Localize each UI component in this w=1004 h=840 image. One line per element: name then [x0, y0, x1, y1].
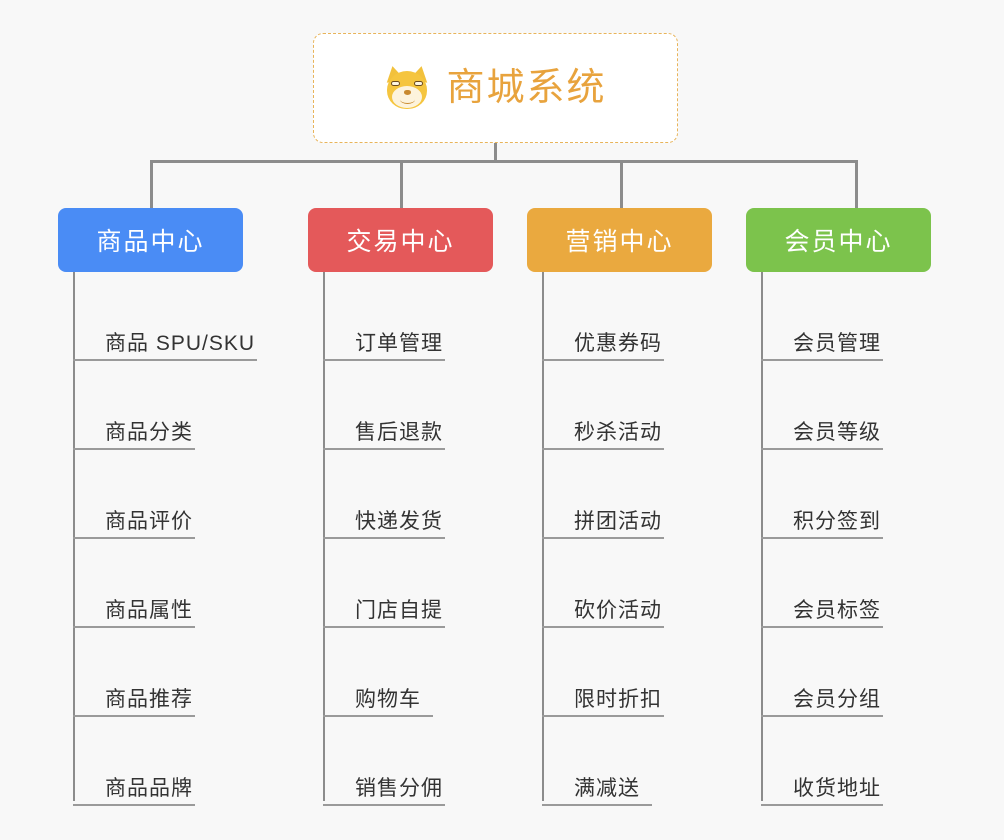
branch-connector-bar: [150, 160, 857, 163]
leaf-item[interactable]: 收货地址: [761, 717, 991, 806]
leaf-item[interactable]: 商品品牌: [73, 717, 303, 806]
leaf-item-rule: [542, 626, 664, 628]
branch-header-label: 交易中心: [346, 228, 455, 256]
column-spine-line: [542, 272, 544, 801]
leaf-item-label: 限时折扣: [574, 688, 662, 711]
leaf-item[interactable]: 商品分类: [73, 361, 303, 450]
branch-items-column-4: 会员管理会员等级积分签到会员标签会员分组收货地址: [761, 272, 991, 806]
root-node[interactable]: 商城系统: [313, 33, 678, 143]
branch-items-column-1: 商品 SPU/SKU 商品分类商品评价商品属性商品推荐商品品牌: [73, 272, 303, 806]
shiba-dog-icon: [384, 64, 431, 110]
leaf-item-rule: [761, 448, 883, 450]
leaf-item-label: 砍价活动: [574, 599, 662, 622]
leaf-item-label: 优惠券码: [574, 332, 662, 355]
branch-items-column-2: 订单管理售后退款快递发货门店自提购物车销售分佣: [323, 272, 553, 806]
leaf-item-rule: [761, 359, 883, 361]
leaf-item[interactable]: 秒杀活动: [542, 361, 772, 450]
leaf-item-label: 售后退款: [355, 421, 443, 444]
leaf-item-label: 收货地址: [793, 777, 881, 800]
leaf-item-rule: [761, 804, 883, 806]
leaf-item-rule: [323, 715, 433, 717]
leaf-item-rule: [761, 626, 883, 628]
leaf-item-label: 会员标签: [793, 599, 881, 622]
leaf-item[interactable]: 会员等级: [761, 361, 991, 450]
leaf-item-label: 销售分佣: [355, 777, 443, 800]
column-spine-line: [73, 272, 75, 801]
branch-header-label: 商品中心: [96, 228, 205, 256]
leaf-item-rule: [761, 715, 883, 717]
leaf-item-label: 商品属性: [105, 599, 193, 622]
leaf-item[interactable]: 会员管理: [761, 272, 991, 361]
leaf-item-rule: [542, 359, 664, 361]
leaf-item-rule: [761, 537, 883, 539]
leaf-item-label: 满减送: [574, 777, 640, 800]
leaf-item[interactable]: 门店自提: [323, 539, 553, 628]
leaf-item-label: 商品评价: [105, 510, 193, 533]
leaf-item-label: 快递发货: [355, 510, 443, 533]
leaf-item[interactable]: 快递发货: [323, 450, 553, 539]
leaf-item[interactable]: 商品评价: [73, 450, 303, 539]
leaf-item-label: 门店自提: [355, 599, 443, 622]
leaf-item-rule: [542, 804, 652, 806]
leaf-item-label: 会员管理: [793, 332, 881, 355]
leaf-item-rule: [73, 359, 257, 361]
leaf-item[interactable]: 销售分佣: [323, 717, 553, 806]
leaf-item[interactable]: 会员标签: [761, 539, 991, 628]
column-spine-line: [761, 272, 763, 801]
leaf-item-rule: [73, 804, 195, 806]
leaf-item[interactable]: 拼团活动: [542, 450, 772, 539]
leaf-item[interactable]: 砍价活动: [542, 539, 772, 628]
branch-drop-line-2: [400, 160, 403, 208]
branch-items-column-3: 优惠券码秒杀活动拼团活动砍价活动限时折扣满减送: [542, 272, 772, 806]
branch-header-2[interactable]: 交易中心: [308, 208, 493, 272]
leaf-item-rule: [73, 626, 195, 628]
leaf-item-rule: [323, 804, 445, 806]
leaf-item[interactable]: 限时折扣: [542, 628, 772, 717]
leaf-item-label: 商品推荐: [105, 688, 193, 711]
leaf-item-label: 秒杀活动: [574, 421, 662, 444]
branch-header-1[interactable]: 商品中心: [58, 208, 243, 272]
root-title: 商城系统: [446, 67, 607, 109]
branch-drop-line-3: [620, 160, 623, 208]
root-connector-stem: [494, 143, 497, 162]
leaf-item-label: 商品品牌: [105, 777, 193, 800]
branch-drop-line-4: [855, 160, 858, 208]
branch-header-label: 营销中心: [565, 228, 674, 256]
leaf-item-label: 订单管理: [355, 332, 443, 355]
leaf-item[interactable]: 商品属性: [73, 539, 303, 628]
leaf-item[interactable]: 售后退款: [323, 361, 553, 450]
branch-header-label: 会员中心: [784, 228, 893, 256]
root-node-content: 商城系统: [384, 64, 607, 110]
leaf-item-rule: [323, 359, 445, 361]
leaf-item-rule: [542, 448, 664, 450]
leaf-item[interactable]: 订单管理: [323, 272, 553, 361]
leaf-item-rule: [323, 537, 445, 539]
leaf-item-rule: [323, 448, 445, 450]
leaf-item-rule: [73, 448, 195, 450]
leaf-item-rule: [73, 715, 195, 717]
leaf-item[interactable]: 会员分组: [761, 628, 991, 717]
leaf-item-label: 商品分类: [105, 421, 193, 444]
leaf-item[interactable]: 优惠券码: [542, 272, 772, 361]
leaf-item-label: 拼团活动: [574, 510, 662, 533]
leaf-item-label: 会员分组: [793, 688, 881, 711]
leaf-item-label: 购物车: [355, 688, 421, 711]
branch-header-4[interactable]: 会员中心: [746, 208, 931, 272]
leaf-item[interactable]: 购物车: [323, 628, 553, 717]
leaf-item[interactable]: 商品 SPU/SKU: [73, 272, 303, 361]
leaf-item-rule: [73, 537, 195, 539]
leaf-item-label: 积分签到: [793, 510, 881, 533]
leaf-item-rule: [323, 626, 445, 628]
leaf-item-rule: [542, 537, 664, 539]
leaf-item[interactable]: 积分签到: [761, 450, 991, 539]
leaf-item[interactable]: 商品推荐: [73, 628, 303, 717]
column-spine-line: [323, 272, 325, 801]
leaf-item-label: 会员等级: [793, 421, 881, 444]
branch-header-3[interactable]: 营销中心: [527, 208, 712, 272]
branch-drop-line-1: [150, 160, 153, 208]
leaf-item-label: 商品 SPU/SKU: [105, 332, 256, 355]
leaf-item[interactable]: 满减送: [542, 717, 772, 806]
leaf-item-rule: [542, 715, 664, 717]
